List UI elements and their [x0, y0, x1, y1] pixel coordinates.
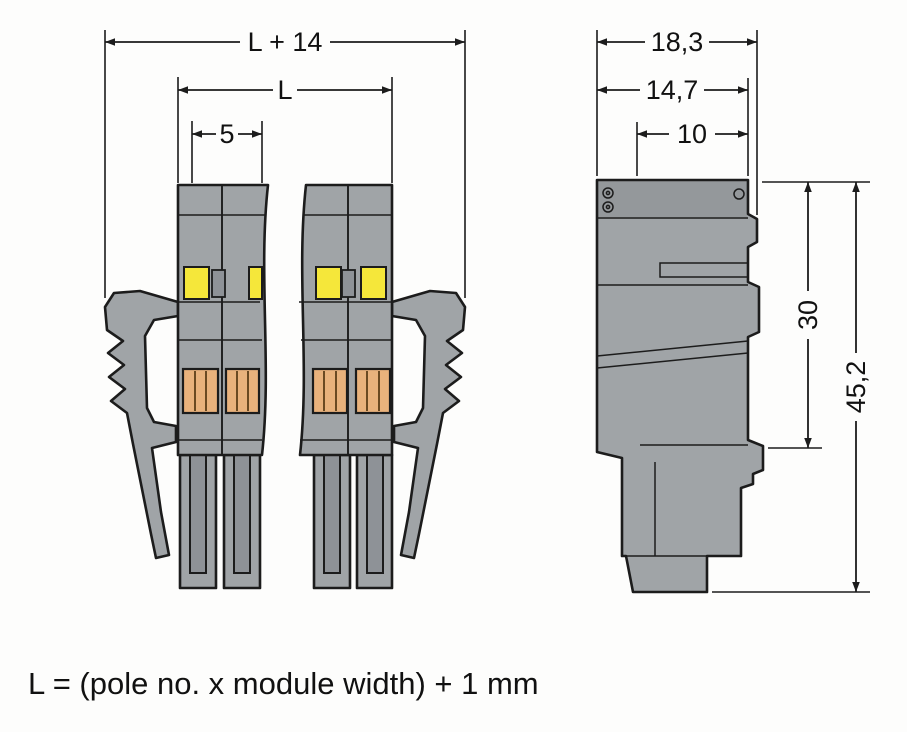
contact-slot — [354, 367, 392, 415]
side-body-details — [596, 181, 749, 557]
dim-label-height-overall: 45,2 — [841, 361, 871, 414]
dim-body-width: L — [177, 75, 393, 183]
contact-slot — [181, 367, 220, 415]
body-right-outline — [298, 183, 394, 457]
dim-label-depth-inner: 10 — [677, 119, 707, 149]
leg-channel — [323, 454, 341, 574]
formula-text: L = (pole no. x module width) + 1 mm — [28, 666, 539, 701]
body-block-left — [176, 183, 270, 457]
dim-depth-mid: 14,7 — [597, 75, 749, 176]
dim-overall-width: L + 14 — [104, 27, 466, 298]
leg-channel — [233, 454, 251, 574]
left-latch — [103, 289, 180, 560]
locking-lever-yellow — [248, 266, 263, 300]
body-block-right — [298, 183, 394, 457]
dim-module-width: 5 — [191, 119, 263, 183]
leg-channel — [366, 454, 384, 574]
side-body-outline — [595, 178, 765, 594]
latch-pivot-hole — [733, 188, 745, 200]
dim-label-body-width: L — [277, 75, 292, 105]
dim-label-overall-width: L + 14 — [248, 27, 323, 57]
locking-lever-yellow — [315, 266, 342, 300]
dim-height-overall: 45,2 — [712, 182, 871, 593]
footer: L = (pole no. x module width) + 1 mm — [28, 666, 539, 701]
dim-label-module-width: 5 — [219, 119, 234, 149]
dim-height-upper: 30 — [762, 181, 870, 449]
locking-lever-yellow — [360, 266, 387, 300]
dim-depth-overall: 18,3 — [596, 27, 758, 215]
right-latch — [390, 289, 467, 560]
test-port-hole — [602, 187, 614, 199]
contact-slot — [224, 367, 261, 415]
front-view: L + 14 L 5 — [103, 27, 467, 590]
contact-slot — [311, 367, 349, 415]
locking-lever-yellow — [183, 266, 210, 300]
side-view: 18,3 14,7 10 30 — [595, 27, 871, 594]
dim-label-depth-mid: 14,7 — [646, 75, 699, 105]
body-left-outline — [176, 183, 270, 457]
leg-channel — [189, 454, 207, 574]
dim-depth-inner: 10 — [636, 119, 748, 176]
lever-slot — [341, 269, 356, 298]
lever-slot — [211, 269, 226, 298]
connector-legs — [178, 453, 394, 590]
dim-label-height-upper: 30 — [793, 300, 823, 330]
dim-label-depth-overall: 18,3 — [651, 27, 704, 57]
test-port-hole — [602, 201, 614, 213]
